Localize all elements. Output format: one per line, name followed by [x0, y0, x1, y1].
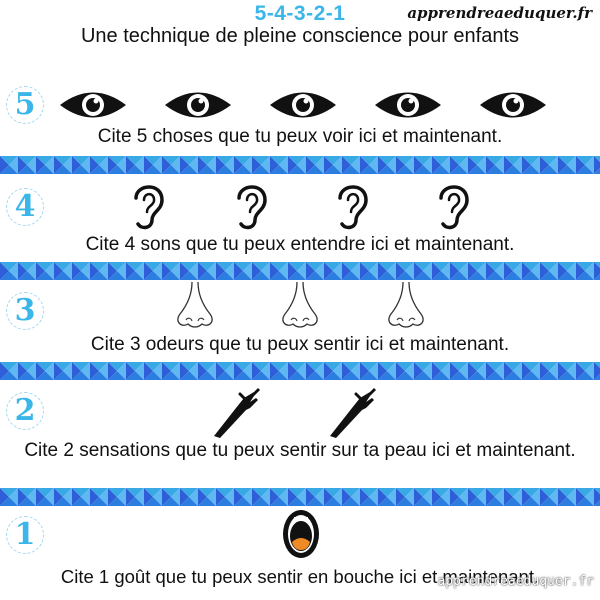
zigzag-divider — [0, 156, 600, 174]
step-3-icons — [0, 280, 600, 332]
eye-icon — [375, 92, 441, 118]
eye-icon — [480, 92, 546, 118]
ear-icon — [439, 185, 469, 230]
ear-icon — [338, 185, 368, 230]
step-number-1: 1 — [6, 516, 44, 554]
step-1-caption: Cite 1 goût que tu peux sentir en bouche… — [60, 566, 540, 587]
page-title: 5-4-3-2-1 — [254, 2, 346, 25]
hand-touch-icon — [330, 388, 376, 438]
watermark: apprendreaeduquer.fr — [437, 574, 594, 589]
step-number-5: 5 — [6, 86, 44, 124]
hand-touch-icon — [214, 388, 260, 438]
eye-icon — [165, 92, 231, 118]
step-2-icons — [0, 380, 600, 438]
step-4-icons — [0, 178, 600, 234]
step-4-caption: Cite 4 sons que tu peux entendre ici et … — [85, 234, 515, 255]
page-subtitle: Une technique de pleine conscience pour … — [80, 25, 520, 47]
nose-icon — [388, 281, 424, 328]
zigzag-divider — [0, 362, 600, 380]
step-2-caption: Cite 2 sensations que tu peux sentir sur… — [24, 440, 576, 461]
step-number-3: 3 — [6, 292, 44, 330]
step-number-4: 4 — [6, 188, 44, 226]
step-5-caption: Cite 5 choses que tu peux voir ici et ma… — [97, 126, 503, 147]
mouth-icon — [283, 510, 319, 558]
ear-icon — [237, 185, 267, 230]
step-5-icons — [0, 82, 600, 124]
ear-icon — [134, 185, 164, 230]
step-3-caption: Cite 3 odeurs que tu peux sentir ici et … — [90, 334, 510, 355]
eye-icon — [270, 92, 336, 118]
step-1-icons — [0, 506, 600, 562]
brand-logo: apprendreaeduquer.fr — [407, 4, 592, 22]
nose-icon — [177, 281, 213, 328]
zigzag-divider — [0, 488, 600, 506]
step-number-2: 2 — [6, 392, 44, 430]
eye-icon — [60, 92, 126, 118]
zigzag-divider — [0, 262, 600, 280]
nose-icon — [282, 281, 318, 328]
